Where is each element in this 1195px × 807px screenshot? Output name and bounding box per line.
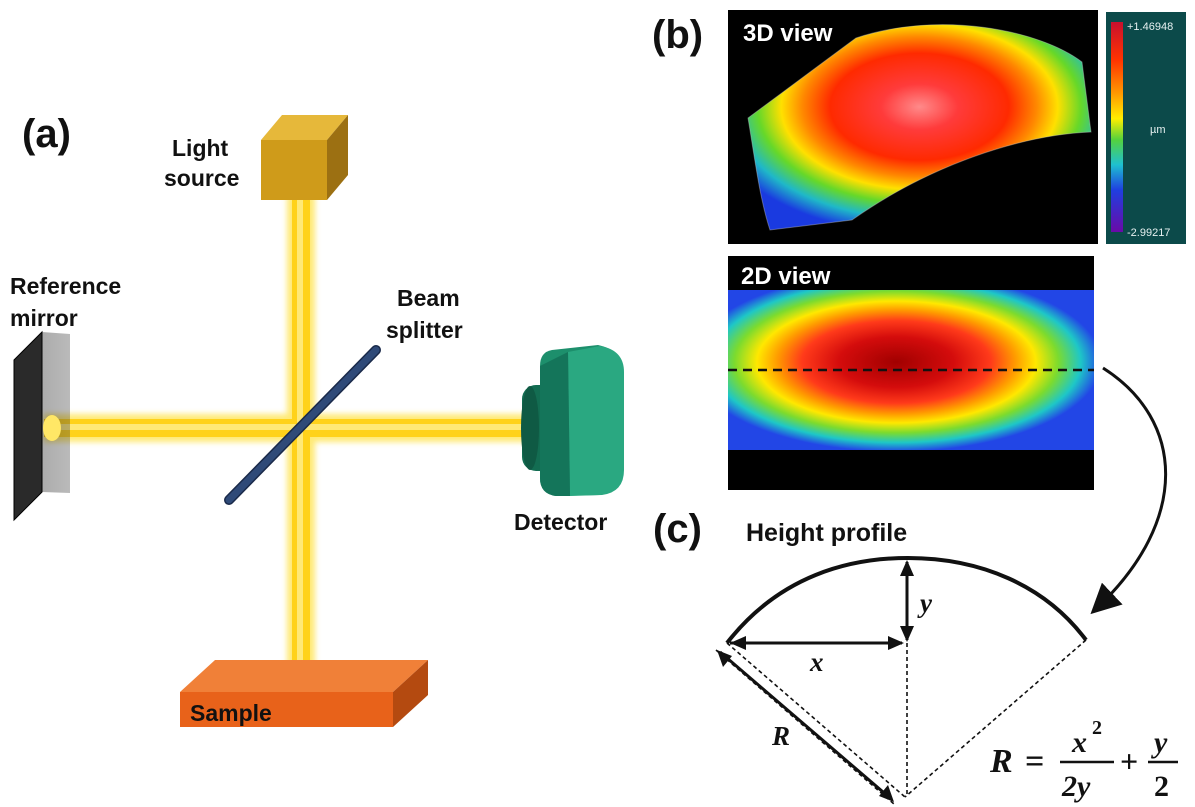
svg-text:+: + — [1120, 743, 1138, 779]
svg-text:x: x — [1071, 726, 1087, 759]
r-label: R — [771, 721, 790, 751]
light-source-cube-icon — [261, 115, 348, 200]
colorbar-gradient — [1111, 22, 1123, 232]
view-3d-surface — [748, 24, 1091, 230]
r-dimension-line — [719, 650, 891, 800]
svg-text:=: = — [1025, 743, 1044, 780]
sample-slab-icon — [180, 660, 428, 727]
colorbar-max: +1.46948 — [1127, 21, 1173, 33]
detector-label: Detector — [514, 509, 607, 535]
height-profile-title: Height profile — [746, 519, 907, 547]
colorbar-min: -2.99217 — [1127, 227, 1170, 239]
panel-a: (a) Light source — [10, 112, 624, 727]
panel-a-label: (a) — [22, 112, 71, 156]
svg-text:y: y — [1151, 726, 1168, 759]
panel-b: (b) 3D view +1.46948 µm -2.99217 2D view — [652, 10, 1186, 615]
radius-formula: R = x 2 2y + y 2 — [989, 717, 1178, 803]
geometry-dashed-lines — [715, 639, 1087, 805]
light-source-label: Light source — [164, 135, 239, 191]
x-label: x — [809, 647, 824, 677]
colorbar-unit: µm — [1150, 124, 1166, 136]
beam-splitter-icon — [224, 345, 381, 505]
beam-splitter-label: Beam splitter — [386, 285, 466, 343]
height-profile-arc — [725, 555, 1088, 645]
panel-c: (c) Height profile x y R R = x — [653, 507, 1178, 805]
svg-text:2: 2 — [1092, 717, 1102, 739]
svg-text:2: 2 — [1154, 770, 1169, 803]
y-label: y — [917, 588, 933, 618]
view-2d-title: 2D view — [741, 263, 831, 290]
svg-text:2y: 2y — [1061, 770, 1091, 803]
detector-icon — [521, 345, 624, 496]
reference-mirror-icon — [13, 330, 70, 522]
panel-b-label: (b) — [652, 13, 703, 57]
sample-label: Sample — [190, 700, 272, 726]
profile-arrow — [1090, 366, 1167, 615]
svg-text:R: R — [989, 743, 1013, 780]
reference-mirror-label: Reference mirror — [10, 273, 128, 331]
view-3d-title: 3D view — [743, 20, 833, 47]
panel-c-label: (c) — [653, 507, 702, 551]
